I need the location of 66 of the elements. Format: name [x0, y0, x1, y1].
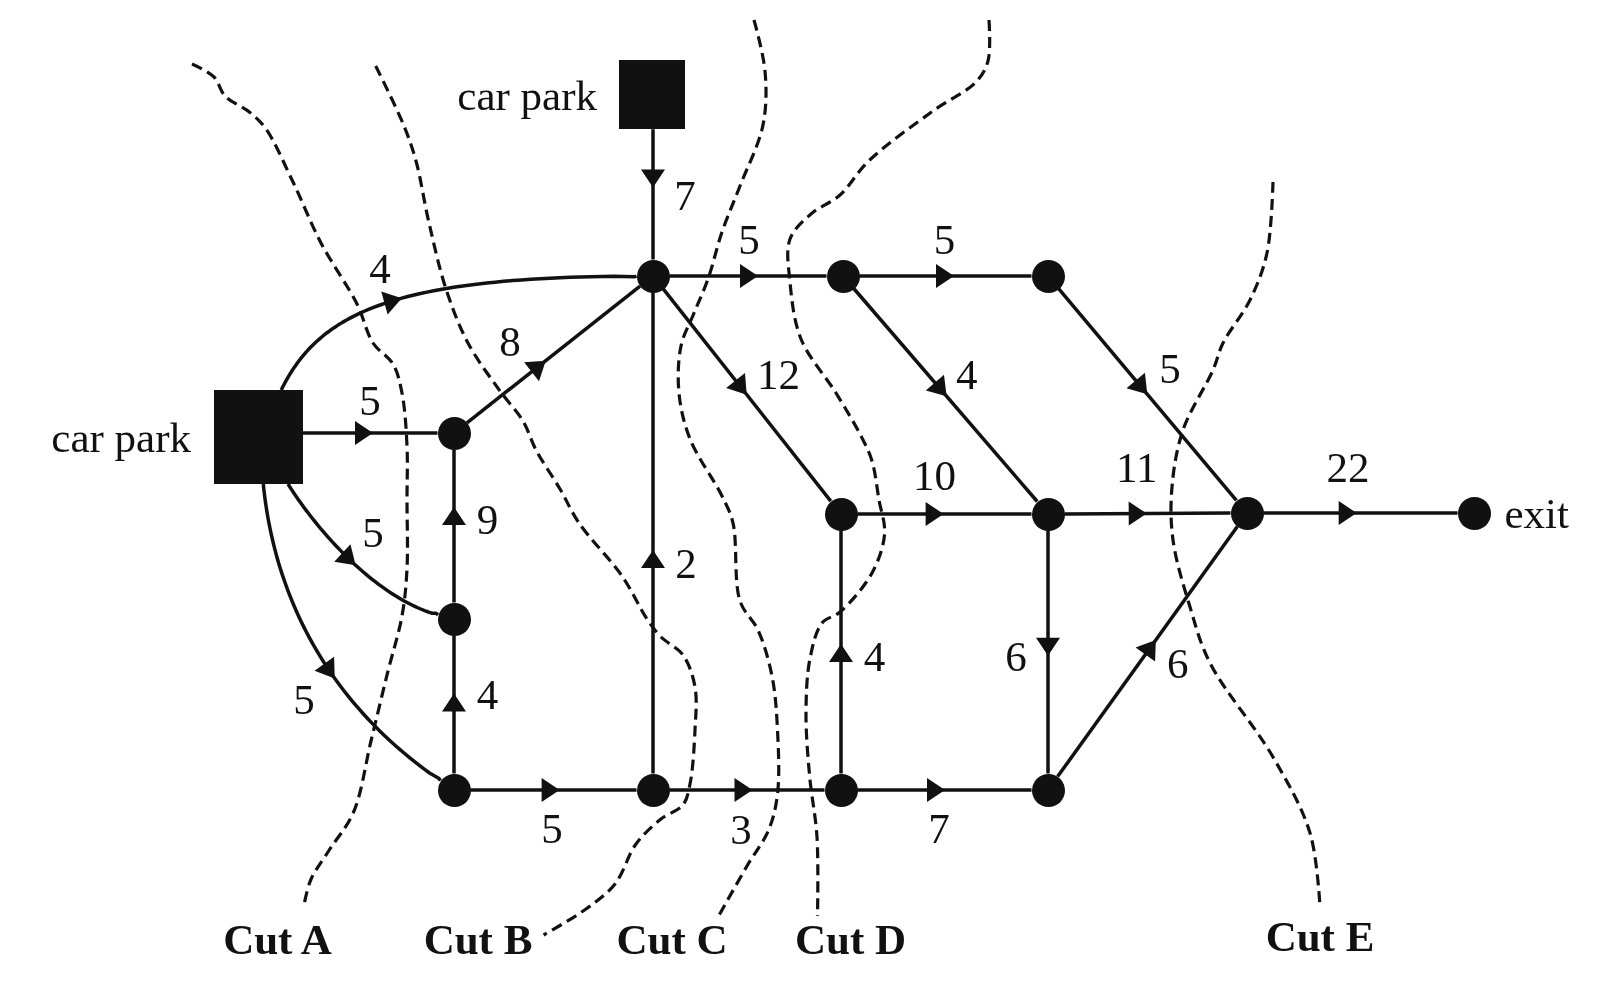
edge-label: 7 [674, 173, 696, 217]
junction-dot [824, 773, 858, 807]
edge-label: 4 [863, 634, 886, 678]
cut-label: Cut E [1265, 914, 1375, 958]
flow-arrow [1036, 530, 1060, 774]
flow-arrow [1263, 501, 1458, 525]
node-caption: car park [51, 415, 191, 459]
edge-label: 4 [476, 672, 499, 716]
junction-dot [1230, 496, 1264, 530]
edge-label: 3 [730, 807, 752, 851]
flow-arrow [279, 274, 637, 391]
edge-label: 22 [1326, 445, 1370, 489]
edge-label: 11 [1116, 445, 1158, 489]
junction-dot [1031, 773, 1065, 807]
flow-arrow [1064, 501, 1231, 526]
cut-label: Cut D [794, 917, 907, 961]
flow-arrow [857, 502, 1032, 526]
flow-arrow [470, 778, 637, 802]
edge-label: 5 [359, 378, 381, 422]
junction-dot [636, 259, 670, 293]
edge-label: 12 [757, 352, 801, 396]
edge-label: 4 [369, 246, 391, 290]
flow-arrow [669, 264, 827, 288]
edge-label: 7 [928, 806, 950, 850]
edge-label: 4 [956, 352, 978, 396]
flow-arrow [303, 421, 438, 445]
flow-arrow [465, 284, 642, 425]
flow-arrow [261, 483, 442, 782]
node-caption: car park [457, 73, 597, 117]
edge-label: 6 [1166, 641, 1189, 685]
edge-label: 9 [476, 497, 499, 541]
flow-arrow [857, 778, 1032, 802]
junction-dot [437, 773, 471, 807]
edge-label: 6 [1005, 634, 1027, 678]
flow-arrow [829, 530, 853, 774]
junction-dot [437, 416, 471, 450]
edge-label: 2 [675, 541, 697, 585]
flow-arrow [641, 129, 665, 260]
edge-label: 5 [362, 510, 384, 554]
cut-label: Cut A [223, 917, 332, 961]
flow-arrow [661, 287, 833, 503]
flow-arrow [286, 483, 439, 617]
node-caption: exit [1504, 491, 1569, 535]
junction-dot [636, 773, 670, 807]
cut-label: Cut B [423, 917, 533, 961]
flow-arrow [641, 292, 665, 774]
cut-label: Cut C [616, 917, 728, 961]
junction-dot [826, 259, 860, 293]
junction-dot [824, 497, 858, 531]
edge-label: 8 [499, 319, 521, 363]
flow-arrow [859, 264, 1032, 288]
junction-dot [1031, 497, 1065, 531]
edge-label: 5 [738, 217, 760, 261]
edge-label: 5 [1159, 346, 1181, 390]
edge-label: 10 [913, 453, 957, 497]
edge-label: 5 [933, 217, 956, 261]
flow-arrow [442, 635, 466, 774]
flow-arrow [852, 287, 1039, 503]
flow-arrow [669, 778, 825, 802]
edge-label: 5 [541, 806, 563, 850]
edge-label: 5 [293, 677, 315, 721]
junction-dot [437, 602, 471, 636]
junction-dot [1031, 259, 1065, 293]
flow-arrow [442, 449, 466, 603]
flow-arrow [1057, 287, 1238, 502]
flow-arrow [1056, 525, 1239, 778]
